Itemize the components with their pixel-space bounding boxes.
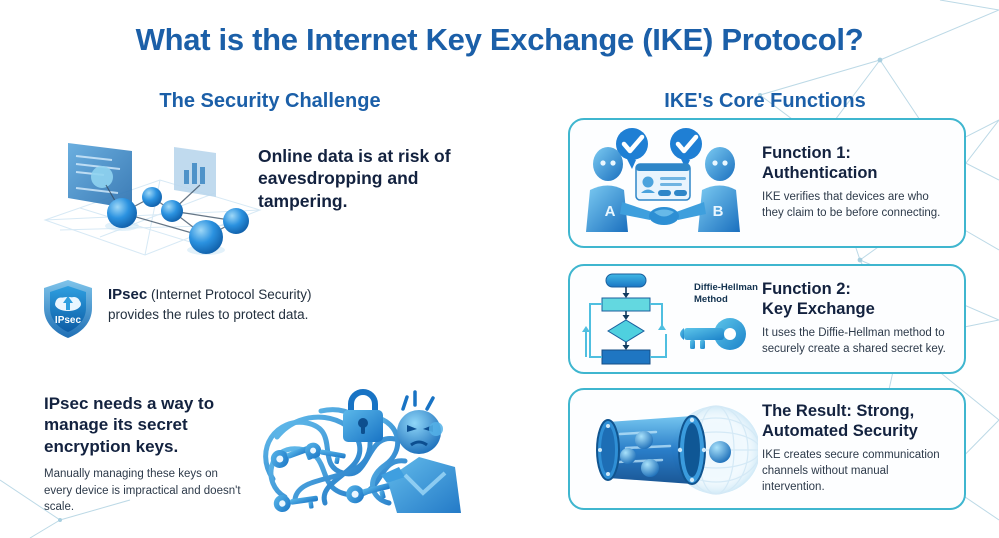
left-column: Online data is at risk of eavesdropping … — [0, 115, 540, 535]
card-result[interactable]: The Result: Strong, Automated Security I… — [568, 388, 966, 510]
check-bubble-left — [616, 128, 648, 169]
ipsec-definition-block: IPsec IPsec (Internet Protocol Security)… — [40, 278, 320, 340]
ipsec-badge-label: IPsec — [55, 315, 82, 326]
padlock-icon — [343, 389, 383, 442]
ipsec-lead-word: IPsec — [108, 286, 148, 303]
id-card-graphic — [635, 163, 691, 201]
network-mesh-illustration — [43, 143, 262, 256]
figure-b: B — [676, 147, 740, 232]
card-authentication-body: IKE verifies that devices are who they c… — [762, 190, 941, 219]
card-key-exchange-text: Function 2: Key Exchange It uses the Dif… — [758, 280, 964, 357]
tangled-keys-illustration — [263, 389, 461, 513]
card-authentication-title-1: Function 1: — [762, 144, 851, 163]
dh-label-line2: Method — [694, 294, 728, 305]
card-result-title-1: The Result: Strong, — [762, 402, 915, 421]
page-title: What is the Internet Key Exchange (IKE) … — [135, 22, 864, 57]
keys-headline: IPsec needs a way to manage its secret e… — [44, 394, 215, 456]
ipsec-rest-text: (Internet Protocol Security) provides th… — [108, 287, 312, 322]
keys-management-block: IPsec needs a way to manage its secret e… — [44, 393, 249, 515]
ipsec-shield-icon: IPsec — [40, 278, 96, 340]
flowchart-key-illustration: Diffie-Hellman Method — [570, 266, 758, 372]
key-icon — [680, 318, 746, 350]
card-authentication-text: Function 1: Authentication IKE verifies … — [758, 144, 964, 221]
dh-label-line1: Diffie-Hellman — [694, 282, 758, 293]
risk-statement-text: Online data is at risk of eavesdropping … — [258, 146, 451, 211]
card-result-text: The Result: Strong, Automated Security I… — [758, 402, 964, 495]
figure-a: A — [586, 147, 652, 232]
secure-tunnel-illustration — [570, 390, 758, 508]
check-bubble-right — [670, 128, 702, 169]
handshake-illustration: A B — [570, 120, 758, 246]
section-heading-core-functions: IKE's Core Functions — [664, 90, 866, 112]
svg-text:A: A — [605, 203, 616, 220]
card-result-title-2: Automated Security — [762, 422, 918, 441]
section-heading-security-challenge: The Security Challenge — [159, 90, 381, 112]
keys-subtext: Manually managing these keys on every de… — [44, 468, 241, 513]
card-authentication[interactable]: A B Function 1: Authentication — [568, 118, 966, 248]
ipsec-description: IPsec (Internet Protocol Security) provi… — [108, 278, 320, 340]
card-key-exchange-body: It uses the Diffie-Hellman method to sec… — [762, 326, 946, 355]
card-authentication-title-2: Authentication — [762, 164, 878, 183]
card-key-exchange[interactable]: Diffie-Hellman Method Function 2: Key Ex… — [568, 264, 966, 374]
card-key-exchange-title-2: Key Exchange — [762, 300, 875, 319]
card-key-exchange-title-1: Function 2: — [762, 280, 851, 299]
card-result-body: IKE creates secure communication channel… — [762, 449, 940, 493]
frustrated-figure — [381, 390, 461, 513]
svg-text:B: B — [713, 203, 724, 220]
flowchart-diagram — [582, 273, 667, 365]
